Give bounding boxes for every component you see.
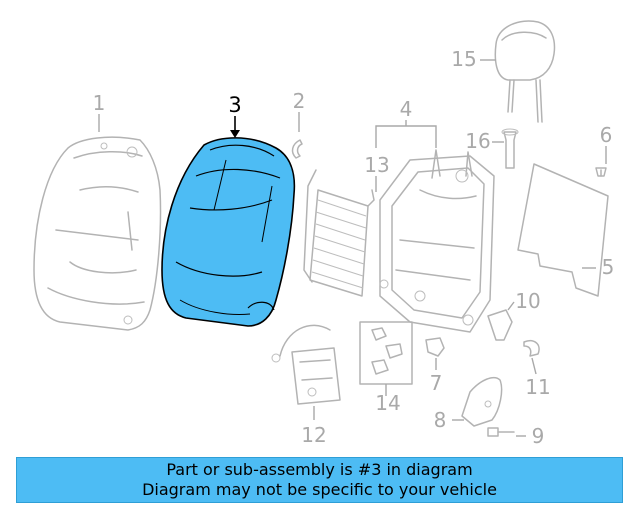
callout-9[interactable]: 9 bbox=[532, 424, 545, 448]
callout-5[interactable]: 5 bbox=[602, 255, 615, 279]
part-1-seatback-cover[interactable] bbox=[33, 136, 162, 331]
callout-13[interactable]: 13 bbox=[364, 153, 389, 177]
part-14-clip-kit[interactable] bbox=[359, 321, 413, 385]
part-16-headrest-guide[interactable] bbox=[501, 128, 519, 169]
part-13-lumbar-support[interactable] bbox=[303, 169, 375, 297]
banner-line-1: Part or sub-assembly is #3 in diagram bbox=[166, 460, 473, 479]
callout-7[interactable]: 7 bbox=[430, 371, 443, 395]
leader-10 bbox=[507, 301, 515, 311]
callout-6[interactable]: 6 bbox=[600, 123, 613, 147]
part-2-clip[interactable] bbox=[291, 139, 303, 159]
callout-12[interactable]: 12 bbox=[301, 423, 326, 447]
callout-14[interactable]: 14 bbox=[375, 391, 400, 415]
leader-11 bbox=[531, 357, 537, 375]
callout-1[interactable]: 1 bbox=[93, 91, 106, 115]
part-3-seatback-pad[interactable] bbox=[161, 137, 296, 327]
part-5-back-panel[interactable] bbox=[517, 163, 609, 297]
callout-4[interactable]: 4 bbox=[400, 97, 413, 121]
callout-11[interactable]: 11 bbox=[525, 375, 550, 399]
banner-line-2: Diagram may not be specific to your vehi… bbox=[142, 480, 497, 499]
leader-3-arrow bbox=[230, 130, 240, 138]
part-15-headrest[interactable] bbox=[494, 20, 556, 123]
part-6-screw[interactable] bbox=[595, 167, 607, 177]
callout-3[interactable]: 3 bbox=[228, 93, 241, 117]
part-9-bolt[interactable] bbox=[487, 427, 515, 437]
part-12-harness-bracket[interactable] bbox=[271, 324, 341, 405]
callout-15[interactable]: 15 bbox=[451, 47, 476, 71]
callout-2[interactable]: 2 bbox=[293, 89, 306, 113]
part-11-clip[interactable] bbox=[523, 340, 540, 357]
part-7-bracket[interactable] bbox=[425, 337, 445, 357]
part-10-cover-cap[interactable] bbox=[487, 309, 513, 341]
part-8-side-trim[interactable] bbox=[461, 376, 503, 427]
info-banner: Part or sub-assembly is #3 in diagram Di… bbox=[16, 457, 623, 503]
callout-8[interactable]: 8 bbox=[434, 408, 447, 432]
callout-10[interactable]: 10 bbox=[515, 289, 540, 313]
callout-16[interactable]: 16 bbox=[465, 129, 490, 153]
part-4-seatback-frame[interactable] bbox=[379, 149, 495, 333]
leader-4 bbox=[375, 125, 437, 148]
